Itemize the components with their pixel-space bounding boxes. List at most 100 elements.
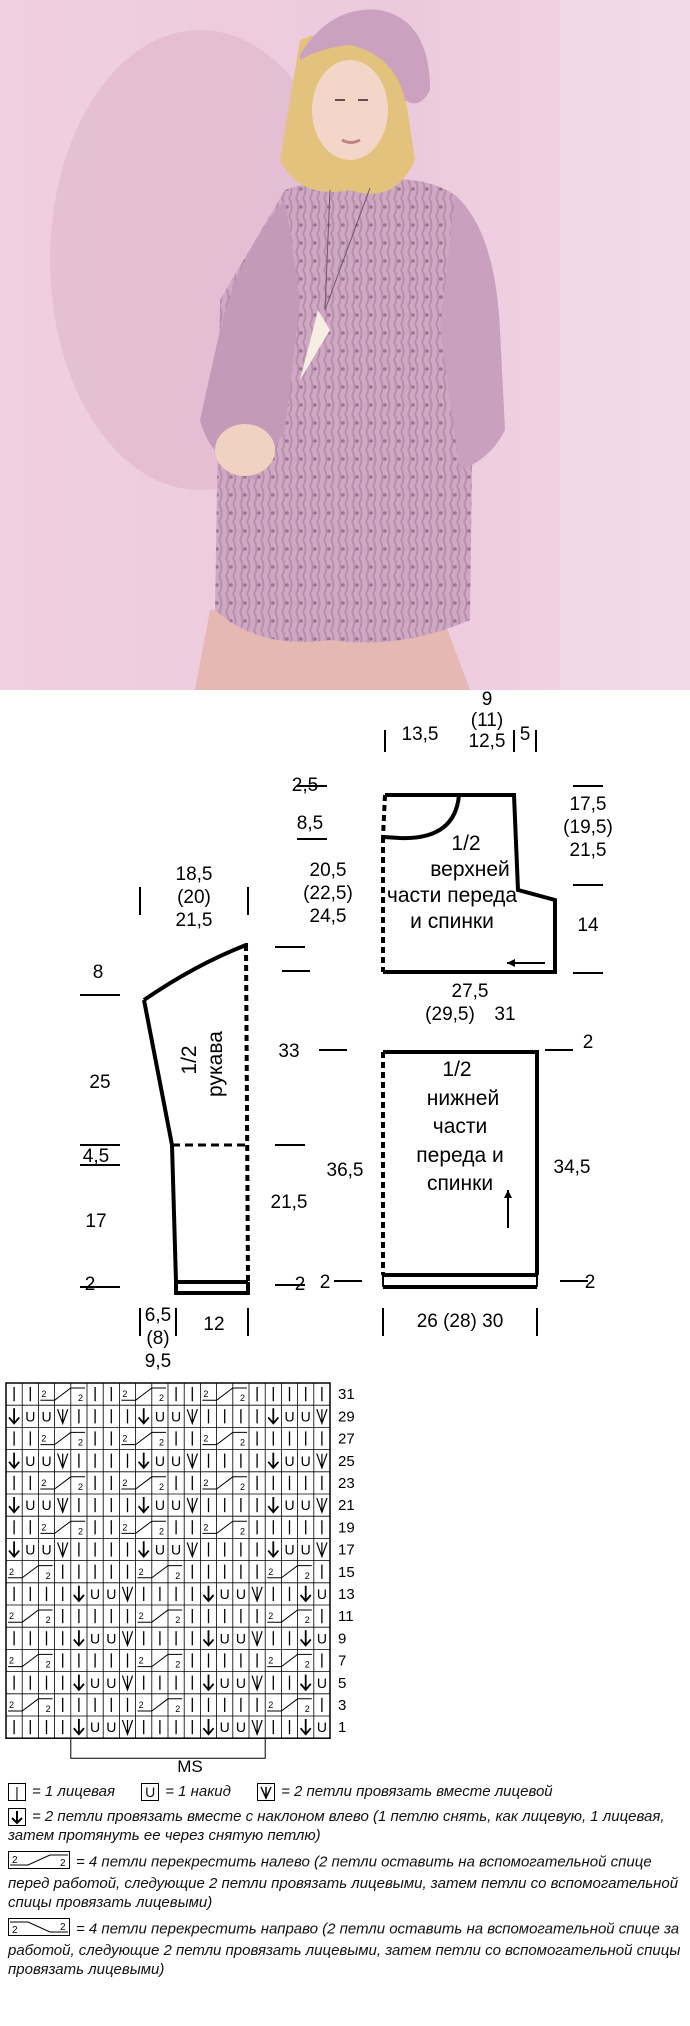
row-number: 3 [338, 1697, 346, 1714]
ssk-stitch [202, 1674, 215, 1692]
yarn-over: U [220, 1630, 230, 1646]
yarn-over: U [317, 1586, 327, 1602]
ssk-stitch [267, 1408, 280, 1425]
k2tog-stitch [251, 1719, 263, 1736]
cable-count: 2 [9, 1567, 14, 1577]
ssk-stitch [137, 1452, 150, 1470]
sleeve-label-1: 1/2 [178, 1045, 201, 1074]
shoulder-right: 5 [520, 724, 531, 745]
cable-cross [202, 1520, 247, 1534]
cable-cross [267, 1609, 312, 1623]
beret [300, 9, 430, 104]
cable-cross [267, 1698, 312, 1712]
yarn-over: U [284, 1453, 294, 1469]
armhole-14: 14 [577, 915, 599, 936]
cable-count: 2 [268, 1656, 273, 1666]
k2tog-stitch [186, 1542, 198, 1559]
ssk-stitch [8, 1497, 20, 1514]
pattern-schematic: 9 (11) 12,5 13,5 5 2,5 8,5 20,5 (22,5) 2… [80, 690, 613, 1372]
yarn-over: U [106, 1675, 116, 1691]
row-number: 21 [338, 1497, 355, 1514]
ssk-text: = 2 петли провязать вместе с наклоном вл… [8, 1808, 665, 1845]
cable-cross [40, 1476, 85, 1490]
lower-bottom-2-left: 2 [320, 1272, 331, 1293]
yarn-over: U [171, 1497, 181, 1513]
yarn-over: U [284, 1542, 294, 1558]
yarn-over: U [284, 1408, 294, 1424]
yarn-over: U [25, 1453, 35, 1469]
yarn-over: U [90, 1675, 100, 1691]
cable-count: 2 [78, 1393, 83, 1403]
ssk-stitch [202, 1719, 215, 1736]
row-number: 5 [338, 1675, 346, 1692]
upper-width-c: 31 [494, 1004, 515, 1025]
right-b: (19,5) [563, 817, 613, 838]
depth-c: 24,5 [310, 906, 347, 927]
cable-count: 2 [159, 1526, 164, 1536]
k2tog-stitch [316, 1408, 328, 1426]
hands [215, 424, 275, 476]
cable-cross [202, 1431, 247, 1446]
lower-left-36-5: 36,5 [327, 1160, 364, 1181]
cable-cross [40, 1387, 85, 1401]
cable-count: 2 [46, 1571, 51, 1581]
yarn-over: U [220, 1675, 230, 1691]
cable-count: 2 [78, 1438, 83, 1448]
sleeve-top-a: 18,5 [176, 864, 213, 885]
yo-symbol: U [141, 1783, 160, 1802]
yarn-over: U [236, 1586, 246, 1602]
legend-knit: |= 1 лицевая [8, 1782, 115, 1802]
lower-label-4: переда и [416, 1144, 503, 1167]
yarn-over: U [25, 1542, 35, 1558]
upper-width: 27,5 [452, 981, 489, 1002]
row-number: 27 [338, 1431, 355, 1448]
cable-count: 2 [41, 1434, 46, 1444]
cable-count: 2 [41, 1389, 46, 1399]
cable-count: 2 [46, 1615, 51, 1625]
k2tog-stitch [57, 1453, 69, 1470]
lower-label-3: части [433, 1115, 487, 1138]
cuff-a: 6,5 [145, 1305, 171, 1326]
row-number: 9 [338, 1630, 346, 1647]
k2tog-stitch [121, 1675, 134, 1692]
yarn-over: U [155, 1408, 165, 1424]
row-number: 15 [338, 1564, 355, 1581]
face [312, 60, 388, 160]
lower-label-2: нижней [427, 1087, 499, 1110]
ssk-stitch [267, 1452, 280, 1470]
cable-count: 2 [122, 1478, 127, 1488]
k2tog-stitch [121, 1586, 134, 1603]
cable-left-text: = 4 петли перекрестить налево (2 петли о… [8, 1853, 679, 1912]
legend: |= 1 лицевая U= 1 накид = 2 петли провяз… [8, 1782, 688, 1985]
row-number: 7 [338, 1653, 346, 1670]
cable-cross [40, 1431, 85, 1446]
ssk-stitch [299, 1585, 312, 1603]
cable-count: 2 [240, 1438, 245, 1448]
yarn-over: U [301, 1408, 311, 1424]
yarn-over: U [236, 1630, 246, 1646]
yarn-over: U [317, 1719, 327, 1735]
yarn-over: U [41, 1497, 51, 1513]
cable-count: 2 [175, 1704, 180, 1714]
cuff-12: 12 [203, 1314, 224, 1335]
lower-top-2: 2 [583, 1032, 594, 1053]
ssk-stitch [267, 1497, 280, 1514]
cable-count: 2 [41, 1522, 46, 1532]
cable-count: 2 [175, 1571, 180, 1581]
cuff-b: (8) [146, 1328, 169, 1349]
k2tog-stitch [316, 1542, 328, 1559]
k2tog-stitch [251, 1586, 263, 1603]
cable-count: 2 [9, 1611, 14, 1621]
yarn-over: U [220, 1586, 230, 1602]
cable-count: 2 [122, 1522, 127, 1532]
yarn-over: U [155, 1453, 165, 1469]
depth-a: 20,5 [310, 860, 347, 881]
ssk-stitch [202, 1630, 215, 1647]
cable-count: 2 [9, 1700, 14, 1710]
cable-count: 2 [159, 1393, 164, 1403]
legend-k2tog: = 2 петли провязать вместе лицевой [257, 1782, 553, 1802]
svg-text:2: 2 [60, 1858, 66, 1869]
